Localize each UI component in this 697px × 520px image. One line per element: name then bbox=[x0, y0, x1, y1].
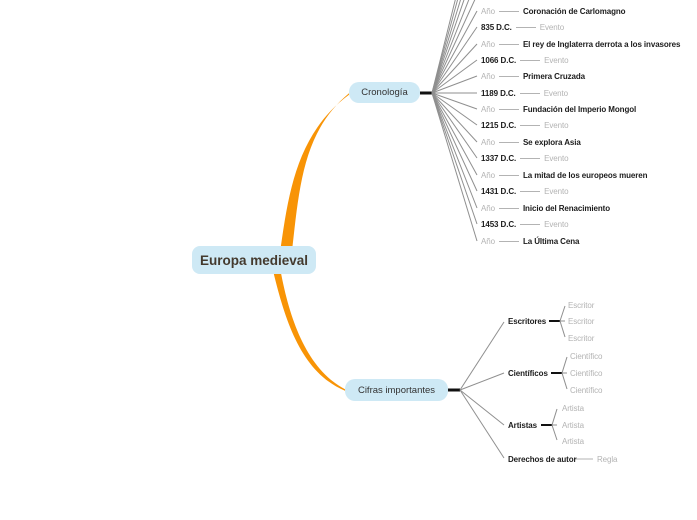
branch-curve-cronologia bbox=[279, 93, 349, 260]
timeline-node-label[interactable]: 1431 D.C. bbox=[481, 186, 517, 196]
timeline-node-label[interactable]: 1453 D.C. bbox=[481, 219, 517, 229]
timeline-node-value[interactable]: Evento bbox=[539, 22, 565, 32]
row-connector bbox=[498, 43, 519, 45]
timeline-node-label[interactable]: Año bbox=[481, 203, 495, 213]
row-connector bbox=[498, 10, 519, 12]
timeline-row: 1453 D.C. Evento bbox=[481, 219, 569, 229]
branch-node-cronologia[interactable]: Cronología bbox=[349, 82, 420, 103]
timeline-node-label[interactable]: Año bbox=[481, 71, 495, 81]
row-connector bbox=[498, 174, 519, 176]
timeline-node-value[interactable]: Coronación de Carlomagno bbox=[522, 6, 626, 16]
group-node-derechos[interactable]: Derechos de autor bbox=[508, 454, 577, 464]
timeline-node-value[interactable]: La Última Cena bbox=[522, 236, 580, 246]
row-connector bbox=[498, 141, 519, 143]
timeline-row: Año Coronación de Carlomagno bbox=[481, 6, 626, 16]
timeline-node-value[interactable]: Fundación del Imperio Mongol bbox=[522, 104, 637, 114]
row-connector bbox=[519, 92, 540, 94]
group-node-escritores[interactable]: Escritores bbox=[508, 316, 547, 326]
timeline-row: Año Inicio del Renacimiento bbox=[481, 203, 610, 213]
timeline-node-value[interactable]: Primera Cruzada bbox=[522, 71, 586, 81]
root-node[interactable]: Europa medieval bbox=[192, 246, 316, 274]
child-node-cientifico[interactable]: Científico bbox=[570, 385, 603, 395]
timeline-row: 1337 D.C. Evento bbox=[481, 153, 569, 163]
timeline-row: Año Primera Cruzada bbox=[481, 71, 585, 81]
timeline-node-label[interactable]: 1189 D.C. bbox=[481, 88, 516, 98]
timeline-row: Año El rey de Inglaterra derrota a los i… bbox=[481, 39, 680, 49]
cifras-fan-lines bbox=[459, 321, 505, 459]
group-stubs bbox=[541, 320, 562, 426]
child-node-escritor[interactable]: Escritor bbox=[568, 300, 595, 310]
timeline-row: 1066 D.C. Evento bbox=[481, 55, 569, 65]
child-node-artista[interactable]: Artista bbox=[562, 403, 584, 413]
timeline-node-label[interactable]: Año bbox=[481, 236, 495, 246]
timeline-node-label[interactable]: 1337 D.C. bbox=[481, 153, 517, 163]
timeline-row: 835 D.C. Evento bbox=[481, 22, 564, 32]
branch-node-cifras[interactable]: Cifras importantes bbox=[345, 379, 448, 401]
timeline-row: 1431 D.C. Evento bbox=[481, 186, 569, 196]
group-node-cientificos[interactable]: Científicos bbox=[508, 368, 548, 378]
timeline-node-value[interactable]: Inicio del Renacimiento bbox=[522, 203, 610, 213]
timeline-node-label[interactable]: Año bbox=[481, 137, 495, 147]
row-connector bbox=[515, 26, 536, 28]
branch-curve-cifras bbox=[271, 262, 345, 391]
timeline-row: 1215 D.C. Evento bbox=[481, 120, 569, 130]
row-connector bbox=[520, 124, 541, 126]
timeline-node-value[interactable]: El rey de Inglaterra derrota a los invas… bbox=[522, 39, 681, 49]
timeline-node-value[interactable]: Evento bbox=[544, 55, 569, 65]
group-fan-lines bbox=[551, 305, 593, 460]
child-node-regla[interactable]: Regla bbox=[597, 454, 618, 464]
child-node-cientifico[interactable]: Científico bbox=[570, 351, 603, 361]
child-node-artista[interactable]: Artista bbox=[562, 436, 584, 446]
timeline-row: Año Fundación del Imperio Mongol bbox=[481, 104, 636, 114]
timeline-row: 1189 D.C. Evento bbox=[481, 88, 568, 98]
row-connector bbox=[498, 240, 519, 242]
child-node-artista[interactable]: Artista bbox=[562, 420, 584, 430]
timeline-fan-lines bbox=[431, 0, 478, 242]
timeline-node-value[interactable]: Evento bbox=[544, 120, 569, 130]
row-connector bbox=[520, 59, 541, 61]
row-connector bbox=[520, 157, 541, 159]
timeline-row: Año La Última Cena bbox=[481, 236, 579, 246]
timeline-node-label[interactable]: 1066 D.C. bbox=[481, 55, 517, 65]
group-node-artistas[interactable]: Artistas bbox=[508, 420, 537, 430]
timeline-node-value[interactable]: Evento bbox=[544, 186, 569, 196]
timeline-node-label[interactable]: Año bbox=[481, 39, 495, 49]
timeline-node-value[interactable]: Se explora Asia bbox=[522, 137, 581, 147]
row-connector bbox=[520, 223, 541, 225]
timeline-node-label[interactable]: 835 D.C. bbox=[481, 22, 512, 32]
row-connector bbox=[520, 190, 541, 192]
child-node-escritor[interactable]: Escritor bbox=[568, 333, 595, 343]
timeline-row: Año La mitad de los europeos mueren bbox=[481, 170, 648, 180]
timeline-node-value[interactable]: La mitad de los europeos mueren bbox=[522, 170, 648, 180]
timeline-node-value[interactable]: Evento bbox=[544, 153, 569, 163]
timeline-row: Año Se explora Asia bbox=[481, 137, 581, 147]
timeline-node-value[interactable]: Evento bbox=[543, 88, 568, 98]
child-node-escritor[interactable]: Escritor bbox=[568, 316, 595, 326]
child-node-cientifico[interactable]: Científico bbox=[570, 368, 603, 378]
timeline-node-label[interactable]: 1215 D.C. bbox=[481, 120, 517, 130]
timeline-node-label[interactable]: Año bbox=[481, 170, 495, 180]
row-connector bbox=[498, 108, 519, 110]
timeline-node-label[interactable]: Año bbox=[481, 104, 495, 114]
timeline-node-value[interactable]: Evento bbox=[544, 219, 569, 229]
row-connector bbox=[498, 75, 519, 77]
row-connector bbox=[498, 207, 519, 209]
timeline-node-label[interactable]: Año bbox=[481, 6, 495, 16]
